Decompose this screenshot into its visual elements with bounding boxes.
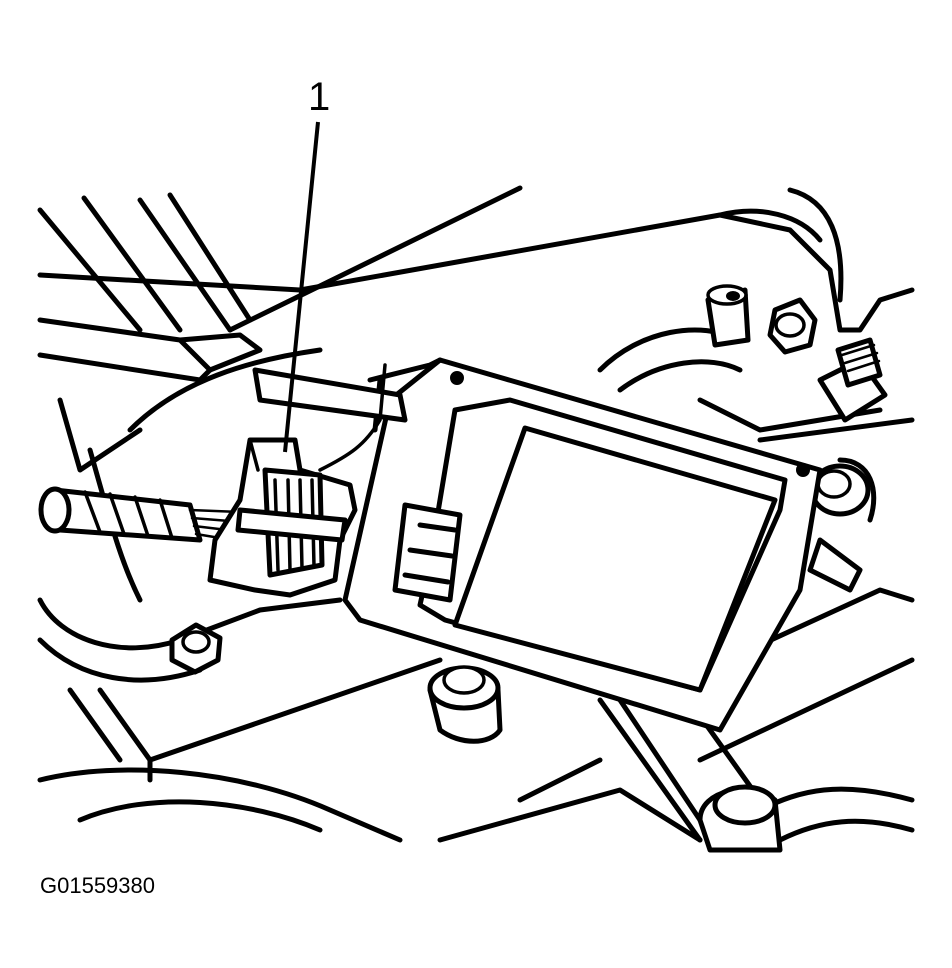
harness-connector xyxy=(38,363,387,598)
engine-background-structure xyxy=(37,185,915,853)
figure-id-label: G01559380 xyxy=(40,873,155,898)
callout-1-number: 1 xyxy=(308,75,330,119)
callout-1: 1 xyxy=(283,75,330,453)
fastener-bolts xyxy=(169,284,888,744)
callout-1-leader xyxy=(283,121,320,453)
control-module xyxy=(252,357,823,733)
